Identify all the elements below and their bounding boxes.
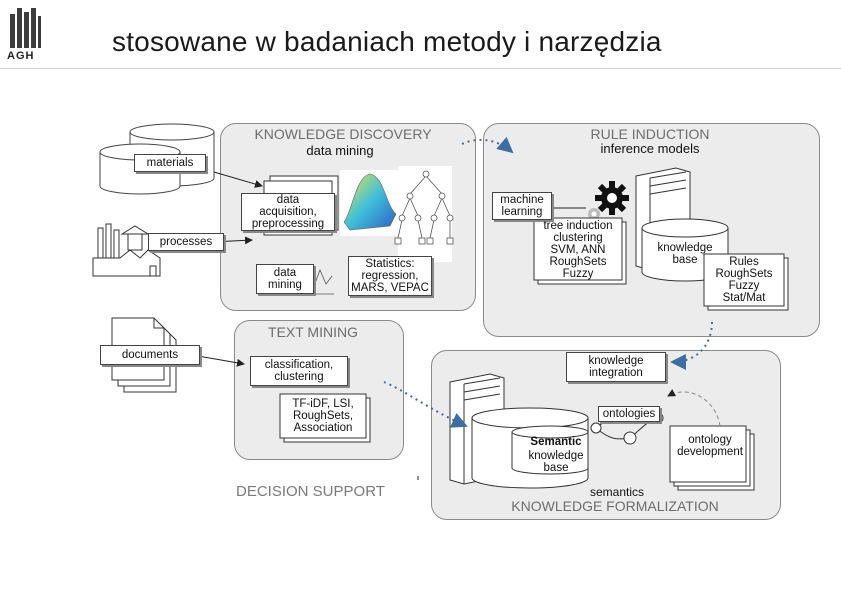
decision-support-title: DECISION SUPPORT xyxy=(236,483,385,500)
rules-doc-stack xyxy=(703,253,789,311)
rules-text: Rules RoughSets Fuzzy Stat/Mat xyxy=(715,256,773,304)
arrow-documents xyxy=(197,355,245,367)
tree-induction-doc-stack xyxy=(533,217,627,285)
knowledge-integration-box: knowledge integration xyxy=(566,352,666,382)
semantics-label: semantics xyxy=(589,485,645,499)
rule-induction-title: RULE INDUCTION xyxy=(590,126,710,142)
factory-icon xyxy=(92,223,161,277)
machine-learning-box: machine learning xyxy=(492,192,552,220)
statistics-box: Statistics: regression, MARS, VEPAC xyxy=(348,256,432,296)
tree-induction-text: tree induction clustering SVM, ANN Rough… xyxy=(543,220,613,280)
flow-kd-to-ri xyxy=(461,136,514,154)
knowledge-discovery-title: KNOWLEDGE DISCOVERY xyxy=(254,126,432,142)
ontology-dashed-arrow xyxy=(667,389,721,427)
data-acquisition-box: data acquisition, preprocessing xyxy=(241,193,335,231)
data-mining-box: data mining xyxy=(256,264,314,294)
arrow-materials xyxy=(213,171,263,188)
knowledge-base-text: knowledge base xyxy=(657,242,713,266)
semantic-kb-cylinder xyxy=(471,407,589,489)
title-divider xyxy=(0,68,841,69)
ontology-dev-doc-stack xyxy=(669,425,755,491)
knowledge-discovery-subtitle: data mining xyxy=(306,143,374,158)
classification-box: classification, clustering xyxy=(250,356,348,386)
agh-logo xyxy=(8,6,42,64)
text-mining-methods-text: TF-iDF, LSI, RoughSets, Association xyxy=(292,398,354,434)
rule-induction-subtitle: inference models xyxy=(600,141,700,156)
page-title: stosowane w badaniach metody i narzędzia xyxy=(112,26,662,57)
tm-methods-doc-stack xyxy=(279,393,371,443)
gear-icon xyxy=(595,181,629,215)
documents-label: documents xyxy=(100,345,200,365)
surface-plot-icon xyxy=(340,170,398,236)
materials-label: materials xyxy=(134,154,206,172)
processes-label: processes xyxy=(148,233,224,251)
agh-logo-icon xyxy=(10,8,41,48)
gear-small-icon xyxy=(588,208,600,220)
flow-tm-to-kf xyxy=(383,381,468,428)
ontology-development-text: ontology development xyxy=(677,434,743,458)
decision-tree-icon xyxy=(394,166,454,262)
ontologies-box: ontologies xyxy=(598,406,660,422)
semantic-kb-bold: Semantic xyxy=(530,436,582,448)
knowledge-formalization-title: KNOWLEDGE FORMALIZATION xyxy=(511,498,719,514)
flow-ri-to-kf xyxy=(670,321,713,370)
text-mining-title: TEXT MINING xyxy=(268,324,358,340)
logo-text: AGH xyxy=(7,50,35,62)
semantic-kb-text: knowledge base xyxy=(528,450,584,474)
